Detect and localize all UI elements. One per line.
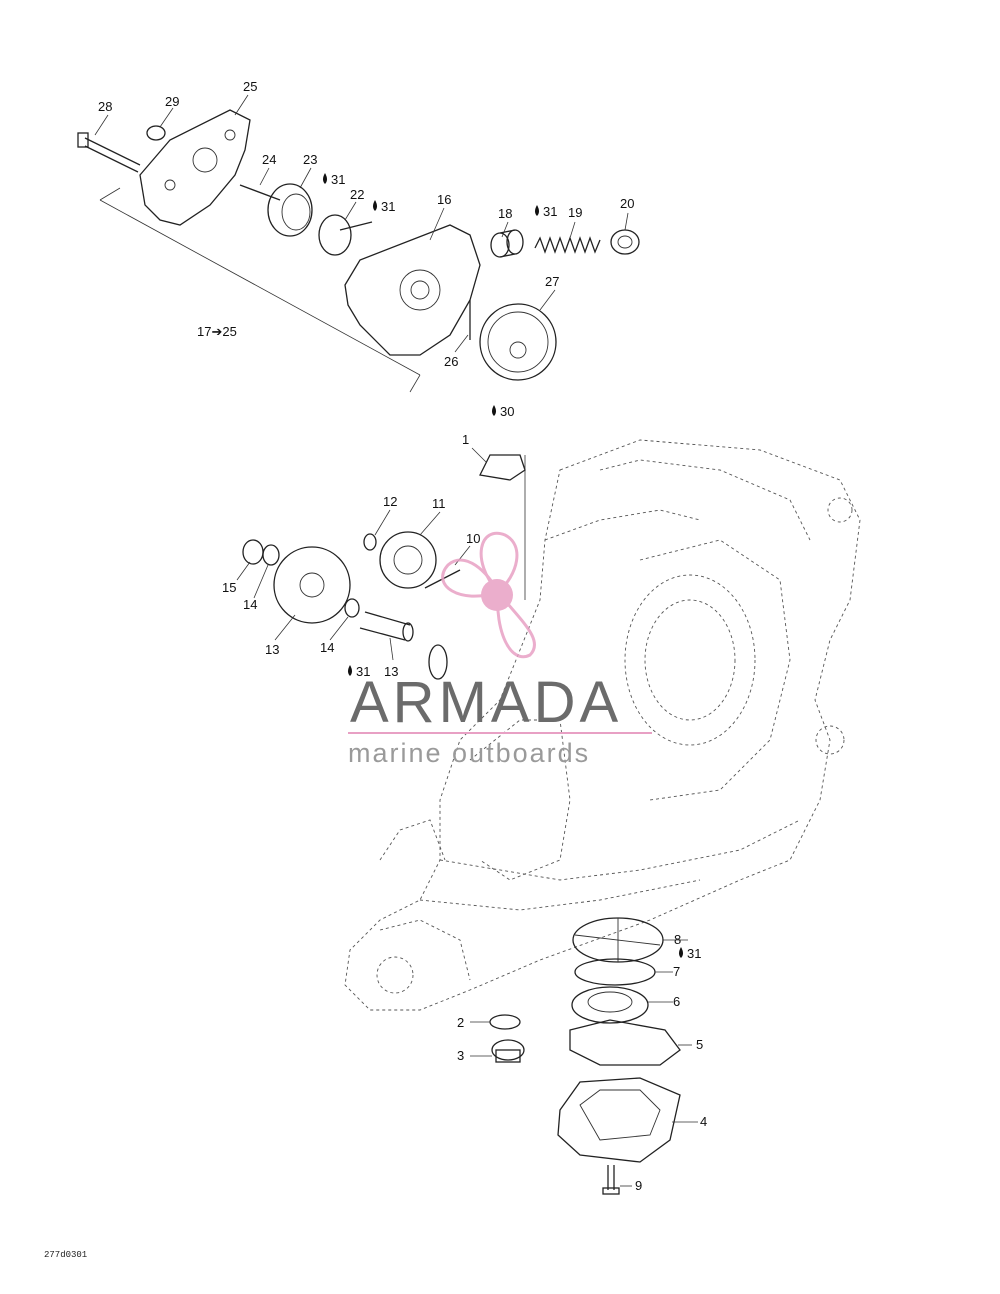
plug-3 <box>491 1039 525 1063</box>
gasket-5 <box>569 1019 681 1066</box>
label-22: 22 <box>350 187 364 202</box>
label-21: 20 <box>620 196 634 211</box>
o-ring-shaft <box>428 644 448 680</box>
propeller-logo-icon <box>441 531 537 659</box>
lube-number: 31 <box>331 172 345 187</box>
gear-27 <box>479 303 557 381</box>
group-bracket <box>99 199 421 376</box>
pin-24 <box>239 184 281 201</box>
label-25: 25 <box>243 79 257 94</box>
outer-rotor-23 <box>267 183 313 237</box>
label-20: 19 <box>568 205 582 220</box>
armada-watermark: ARMADA marine outboards <box>348 531 652 768</box>
lube-number: 31 <box>687 946 701 961</box>
label-13: 13 <box>384 664 398 679</box>
oil-drop-icon <box>348 665 352 676</box>
spring-20 <box>534 236 601 254</box>
label-23: 23 <box>303 152 317 167</box>
label-26: 26 <box>444 354 458 369</box>
lube-marker-19: 31 <box>535 204 557 219</box>
watermark-tagline: marine outboards <box>348 738 590 768</box>
label-5: 5 <box>696 1037 703 1052</box>
lubricant-markers: 31 31 31 30 31 31 <box>323 172 701 961</box>
label-1: 1 <box>462 432 469 447</box>
lube-marker-7: 31 <box>679 946 701 961</box>
lube-number: 31 <box>356 664 370 679</box>
label-group-17-25: 17➔25 <box>197 324 237 339</box>
lube-number: 31 <box>381 199 395 214</box>
strainer-screen-8 <box>572 917 664 963</box>
washer-14-left <box>262 544 280 566</box>
label-4: 4 <box>700 1114 707 1129</box>
oil-drop-icon <box>679 947 683 958</box>
label-6: 6 <box>673 994 680 1009</box>
lube-marker-22: 31 <box>373 199 395 214</box>
inner-rotor-22 <box>318 214 373 256</box>
lube-marker-13: 31 <box>348 664 370 679</box>
label-18: 16 <box>437 192 451 207</box>
label-15: 13 <box>265 642 279 657</box>
label-19: 18 <box>498 206 512 221</box>
bolt-28 <box>77 132 141 173</box>
plug-21 <box>610 229 640 255</box>
ring-2 <box>489 1014 521 1030</box>
oil-drop-icon <box>323 173 327 184</box>
sensor-1 <box>479 454 526 600</box>
watermark-brand: ARMADA <box>350 670 622 735</box>
screen-holder-6 <box>571 986 649 1024</box>
cover-4 <box>557 1077 681 1163</box>
label-14-left: 14 <box>243 597 257 612</box>
label-10: 10 <box>466 531 480 546</box>
washer-29 <box>146 125 166 141</box>
oil-drop-icon <box>535 205 539 216</box>
part-labels: 28 29 25 24 23 22 16 18 19 20 27 26 1 12… <box>98 79 707 1193</box>
leader-lines <box>94 94 698 1187</box>
gear-15 <box>273 546 351 624</box>
label-3: 3 <box>457 1048 464 1063</box>
bushing-16 <box>242 539 264 565</box>
pump-body-18 <box>344 224 481 356</box>
lube-marker-1: 30 <box>492 404 514 419</box>
gear-11 <box>379 531 437 589</box>
label-12: 12 <box>383 494 397 509</box>
washer-14-right <box>344 598 360 618</box>
diagram-code: 277d0301 <box>44 1250 87 1260</box>
o-ring-7 <box>574 958 656 986</box>
pump-cover-25 <box>139 109 251 226</box>
label-11: 11 <box>432 496 446 511</box>
label-27: 27 <box>545 274 559 289</box>
oil-drop-icon <box>373 200 377 211</box>
oil-drop-icon <box>492 405 496 416</box>
label-16: 15 <box>222 580 236 595</box>
label-9: 9 <box>635 1178 642 1193</box>
lube-number: 31 <box>543 204 557 219</box>
crankcase-housing <box>344 439 861 1011</box>
circlip-12 <box>363 533 377 551</box>
screw-9 <box>602 1165 620 1195</box>
label-28: 28 <box>98 99 112 114</box>
piston-19 <box>490 229 524 258</box>
label-2: 2 <box>457 1015 464 1030</box>
label-24: 24 <box>262 152 276 167</box>
label-29: 29 <box>165 94 179 109</box>
shaft-13 <box>359 611 414 642</box>
lube-number: 30 <box>500 404 514 419</box>
label-7: 7 <box>673 964 680 979</box>
label-8: 8 <box>674 932 681 947</box>
label-14-right: 14 <box>320 640 334 655</box>
lube-marker-23: 31 <box>323 172 345 187</box>
